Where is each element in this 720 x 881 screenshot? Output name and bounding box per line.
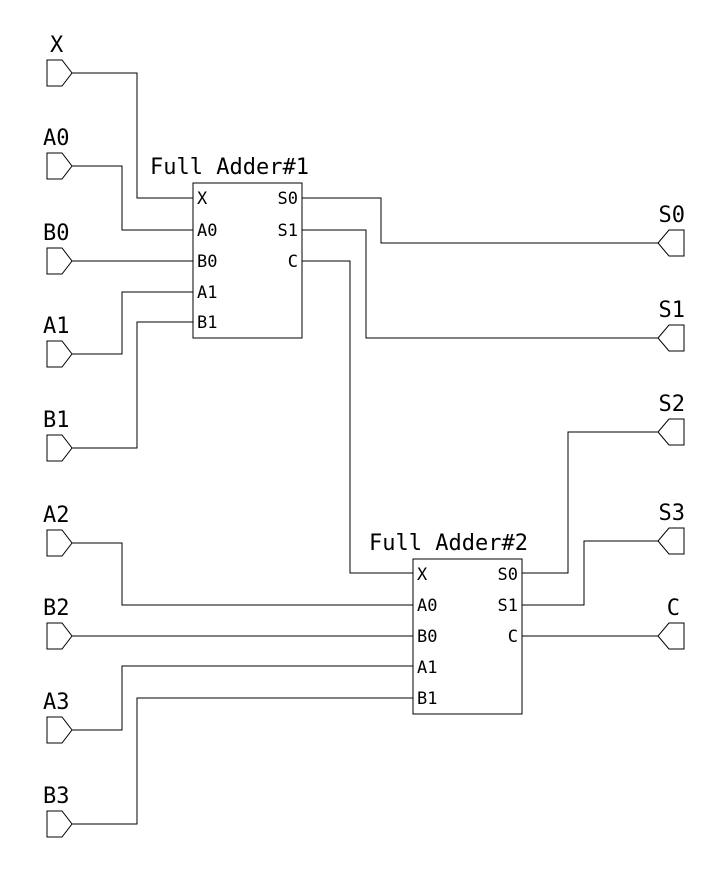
input-port-b3[interactable]: B3 <box>43 784 73 838</box>
input-port-icon <box>46 59 73 87</box>
wire-x-to-fa1 <box>72 72 193 199</box>
input-port-b0[interactable]: B0 <box>43 221 73 275</box>
input-port-icon <box>46 529 73 557</box>
wire-fa1-c-to-fa2-x <box>302 260 413 574</box>
output-ports: S0 S1 S2 S3 C <box>657 203 686 650</box>
input-port-label: A1 <box>43 314 70 339</box>
full-adder-2-block[interactable]: Full Adder#2 X A0 B0 A1 B1 S0 S1 C <box>369 531 528 715</box>
wire-fa1-s1-to-s1 <box>302 229 658 339</box>
output-port-s0[interactable]: S0 <box>657 203 686 257</box>
pin-label-x: X <box>417 565 428 585</box>
output-port-label: S0 <box>659 203 686 228</box>
input-port-icon <box>46 434 73 462</box>
pin-label-s1: S1 <box>498 596 518 616</box>
input-port-a0[interactable]: A0 <box>43 126 73 180</box>
pin-label-b1: B1 <box>197 313 217 333</box>
output-port-icon <box>657 229 685 257</box>
pin-label-c: C <box>508 627 518 647</box>
wire-b1-to-fa1 <box>72 321 193 449</box>
block-body <box>192 182 303 339</box>
input-port-x[interactable]: X <box>46 33 73 87</box>
input-port-label: A2 <box>43 503 70 528</box>
full-adder-1-block[interactable]: Full Adder#1 X A0 B0 A1 B1 S0 S1 C <box>150 155 309 339</box>
input-port-b2[interactable]: B2 <box>43 596 73 650</box>
pin-label-s0: S0 <box>498 565 518 585</box>
pin-label-a1: A1 <box>197 283 217 303</box>
input-port-label: X <box>50 33 64 58</box>
output-port-icon <box>657 418 685 446</box>
block-title: Full Adder#1 <box>150 155 309 180</box>
output-port-s1[interactable]: S1 <box>657 298 686 352</box>
wire-a2-to-fa2 <box>72 542 413 606</box>
input-ports: X A0 B0 A1 B1 A2 <box>43 33 73 838</box>
pin-label-x: X <box>197 189 208 209</box>
pin-label-b0: B0 <box>197 252 217 272</box>
input-port-label: B2 <box>43 596 70 621</box>
input-port-a2[interactable]: A2 <box>43 503 73 557</box>
wire-fa2-s0-to-s2 <box>522 431 658 574</box>
output-port-label: S2 <box>659 392 686 417</box>
wire-a1-to-fa1 <box>72 291 193 355</box>
input-port-label: B3 <box>43 784 70 809</box>
input-port-icon <box>46 340 73 368</box>
output-port-icon <box>657 324 685 352</box>
block-title: Full Adder#2 <box>369 531 528 556</box>
output-port-s3[interactable]: S3 <box>657 501 686 555</box>
wire-fa2-s1-to-s3 <box>522 540 658 606</box>
output-port-label: C <box>667 596 680 621</box>
input-port-label: A3 <box>43 690 70 715</box>
input-port-label: B1 <box>43 408 70 433</box>
input-port-icon <box>46 810 73 838</box>
output-port-icon <box>657 622 685 650</box>
pin-label-c: C <box>288 252 298 272</box>
input-port-a3[interactable]: A3 <box>43 690 73 744</box>
pin-label-a0: A0 <box>417 596 437 616</box>
wire-fa1-s0-to-s0 <box>302 197 658 244</box>
pin-label-a1: A1 <box>417 658 437 678</box>
wires <box>72 72 658 825</box>
input-port-icon <box>46 622 73 650</box>
output-port-c[interactable]: C <box>657 596 685 650</box>
pin-label-b1: B1 <box>417 689 437 709</box>
input-port-icon <box>46 716 73 744</box>
input-port-label: A0 <box>43 126 70 151</box>
pin-label-a0: A0 <box>197 221 217 241</box>
input-port-a1[interactable]: A1 <box>43 314 73 368</box>
pin-label-s0: S0 <box>278 189 298 209</box>
wire-a0-to-fa1 <box>72 165 193 231</box>
pin-label-b0: B0 <box>417 627 437 647</box>
wire-a3-to-fa2 <box>72 665 413 731</box>
input-port-icon <box>46 152 73 180</box>
input-port-label: B0 <box>43 221 70 246</box>
output-port-s2[interactable]: S2 <box>657 392 686 446</box>
input-port-b1[interactable]: B1 <box>43 408 73 462</box>
pin-label-s1: S1 <box>278 221 298 241</box>
input-port-icon <box>46 247 73 275</box>
output-port-icon <box>657 527 685 555</box>
wire-b3-to-fa2 <box>72 697 413 825</box>
output-port-label: S3 <box>659 501 686 526</box>
output-port-label: S1 <box>659 298 686 323</box>
block-body <box>412 558 523 715</box>
